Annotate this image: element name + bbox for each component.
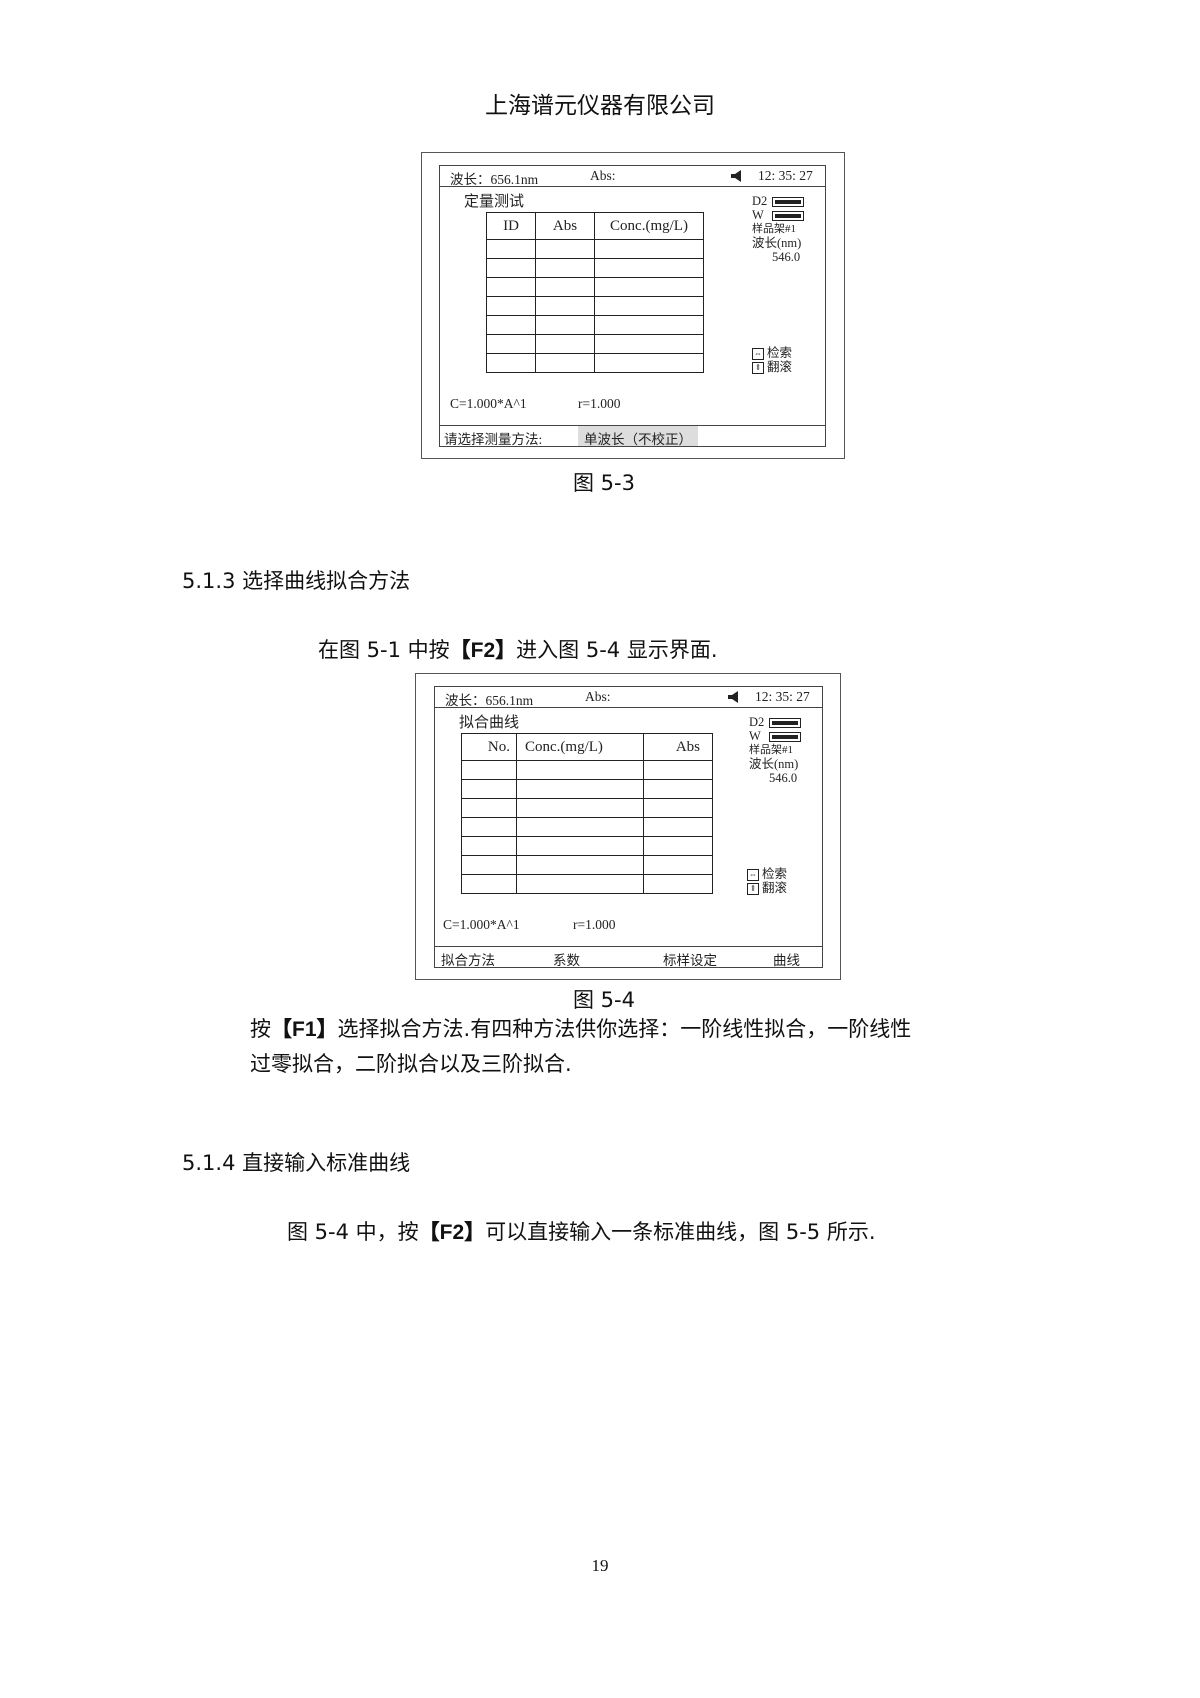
screen-title: 定量测试 <box>464 194 525 210</box>
status-bar: 波长：656.1nm Abs: 12: 35: 27 <box>440 166 825 187</box>
clock: 12: 35: 27 <box>755 689 810 704</box>
screen-title: 拟合曲线 <box>459 715 520 731</box>
key-f1: 【F1】 <box>271 1018 338 1041</box>
figure-5-4-frame: 波长：656.1nm Abs: 12: 35: 27 拟合曲线 No. Conc… <box>415 673 841 980</box>
section-heading-5-1-4: 5.1.4 直接输入标准曲线 <box>182 1151 411 1175</box>
paragraph-5-1-3: 在图 5-1 中按【F2】进入图 5-4 显示界面. <box>318 638 718 662</box>
figure-caption-5-3: 图 5-3 <box>573 471 635 495</box>
d2-battery-icon <box>769 718 802 729</box>
method-prompt: 请选择测量方法: <box>444 432 543 447</box>
abs-readout: Abs: <box>585 689 611 704</box>
instrument-screen-fit: 波长：656.1nm Abs: 12: 35: 27 拟合曲线 No. Conc… <box>434 686 823 968</box>
table-row <box>461 836 713 856</box>
table-row <box>461 760 713 780</box>
page-number: 19 <box>591 1556 609 1575</box>
scroll-hint: ⇕翻滚 <box>747 881 787 896</box>
table-row <box>486 296 704 316</box>
table-row <box>486 239 704 259</box>
search-hint: ⇔检索 <box>747 867 788 882</box>
nav-hints: ⇔检索 ⇕翻滚 <box>747 867 788 896</box>
wavelength-value: 546.0 <box>769 771 798 785</box>
table-header-row: No. Conc.(mg/L) Abs <box>461 733 713 761</box>
results-table: ID Abs Conc.(mg/L) <box>486 212 704 373</box>
table-row <box>486 353 704 373</box>
w-lamp-label: W <box>749 729 761 743</box>
d2-lamp-label: D2 <box>752 194 768 208</box>
table-row <box>461 874 713 894</box>
f2-coefficients[interactable]: 系数 <box>553 953 580 968</box>
figure-5-3-frame: 波长：656.1nm Abs: 12: 35: 27 定量测试 ID Abs C… <box>421 152 845 459</box>
table-row <box>486 277 704 297</box>
table-row <box>461 779 713 799</box>
speaker-icon <box>728 691 738 703</box>
wavelength-readout: 波长：656.1nm <box>445 693 534 708</box>
paragraph-fit-methods: 按【F1】选择拟合方法.有四种方法供你选择：一阶线性拟合，一阶线性 过零拟合，二… <box>250 1017 912 1076</box>
instrument-screen-quant: 波长：656.1nm Abs: 12: 35: 27 定量测试 ID Abs C… <box>439 165 826 447</box>
key-f2: 【F2】 <box>418 1221 486 1244</box>
arrows-ud-icon: ⇕ <box>747 883 759 896</box>
calibration-table: No. Conc.(mg/L) Abs <box>461 733 713 894</box>
curve-formula: C=1.000*A^1 <box>443 917 520 932</box>
key-f2: 【F2】 <box>449 639 517 662</box>
scroll-hint: ⇕翻滚 <box>752 360 792 375</box>
method-select[interactable]: 单波长（不校正） <box>578 426 698 446</box>
function-key-bar: 拟合方法 系数 标样设定 曲线 <box>435 946 822 967</box>
clock: 12: 35: 27 <box>758 168 813 183</box>
w-battery-icon <box>771 211 804 222</box>
table-row <box>461 817 713 837</box>
f3-standard-settings[interactable]: 标样设定 <box>663 953 717 968</box>
table-row <box>461 855 713 875</box>
sample-holder: 样品架#1 <box>752 223 796 235</box>
col-header-conc: Conc.(mg/L) <box>594 212 704 240</box>
d2-lamp-label: D2 <box>749 715 765 729</box>
nav-hints: ⇔检索 ⇕翻滚 <box>752 346 793 375</box>
figure-caption-5-4: 图 5-4 <box>573 988 635 1012</box>
status-bar: 波长：656.1nm Abs: 12: 35: 27 <box>435 687 822 708</box>
f4-curve[interactable]: 曲线 <box>773 953 800 968</box>
w-lamp-label: W <box>752 208 764 222</box>
lamp-status: D2 W 样品架#1 波长(nm) 546.0 <box>752 194 805 264</box>
table-row <box>461 798 713 818</box>
arrows-lr-icon: ⇔ <box>752 348 764 361</box>
w-battery-icon <box>768 732 801 743</box>
abs-readout: Abs: <box>590 168 616 183</box>
lamp-status: D2 W 样品架#1 波长(nm) 546.0 <box>749 715 802 785</box>
section-heading-5-1-3: 5.1.3 选择曲线拟合方法 <box>182 569 411 593</box>
wavelength-value: 546.0 <box>772 250 801 264</box>
curve-formula: C=1.000*A^1 <box>450 396 527 411</box>
correlation-value: r=1.000 <box>573 917 616 932</box>
col-header-conc: Conc.(mg/L) <box>516 733 644 761</box>
col-header-abs: Abs <box>643 733 713 761</box>
method-bar: 请选择测量方法: 单波长（不校正） <box>440 425 825 446</box>
wavelength-label: 波长(nm) <box>752 236 802 250</box>
paragraph-5-1-4: 图 5-4 中，按【F2】可以直接输入一条标准曲线，图 5-5 所示. <box>287 1220 876 1244</box>
correlation-value: r=1.000 <box>578 396 621 411</box>
arrows-ud-icon: ⇕ <box>752 362 764 375</box>
arrows-lr-icon: ⇔ <box>747 869 759 882</box>
wavelength-label: 波长(nm) <box>749 757 799 771</box>
table-row <box>486 315 704 335</box>
table-row <box>486 258 704 278</box>
search-hint: ⇔检索 <box>752 346 793 361</box>
d2-battery-icon <box>772 197 805 208</box>
page-header: 上海谱元仪器有限公司 <box>485 93 715 119</box>
table-header-row: ID Abs Conc.(mg/L) <box>486 212 704 240</box>
col-header-abs: Abs <box>535 212 595 240</box>
f1-fit-method[interactable]: 拟合方法 <box>441 953 495 968</box>
col-header-id: ID <box>486 212 536 240</box>
sample-holder: 样品架#1 <box>749 744 793 756</box>
col-header-no: No. <box>461 733 517 761</box>
speaker-icon <box>731 170 741 182</box>
wavelength-readout: 波长：656.1nm <box>450 172 539 187</box>
table-row <box>486 334 704 354</box>
